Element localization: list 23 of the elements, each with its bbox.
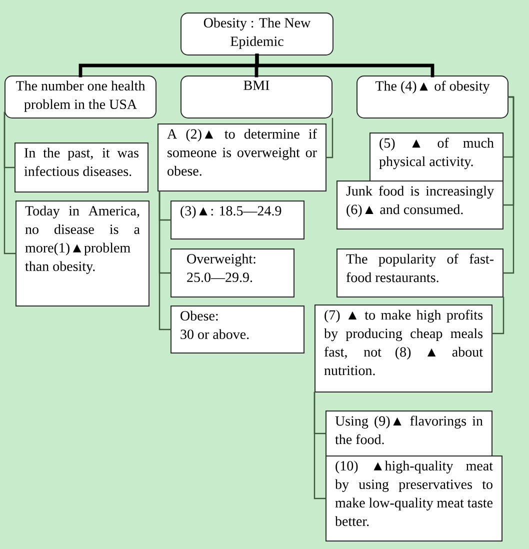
connector-line (255, 54, 434, 78)
connector-line (326, 118, 334, 158)
heading-box: The number one health problem in the USA (4, 76, 156, 118)
text-box: Overweight: 25.0—29.9. (170, 248, 294, 298)
text-box: (5) ▲ of much physical activity. (370, 132, 504, 182)
text-box: (7) ▲ to make high profits by producing cheap meals fast, not (8) ▲ about nutrition. (314, 304, 492, 392)
text-box: (3)▲: 18.5—24.9 (170, 200, 304, 240)
title-box: Obesity : The New Epidemic (180, 12, 334, 56)
text-box: Junk food is increasingly (6)▲ and consumed. (336, 180, 504, 230)
heading-box: BMI (180, 76, 332, 118)
connector-line (158, 190, 172, 330)
text-box: Using (9)▲ flavorings in the food. (326, 410, 492, 456)
heading-box: The (4)▲ of obesity (356, 76, 508, 118)
connector-line (492, 296, 504, 334)
text-box: A (2)▲ to determine if someone is overweight or obese. (158, 124, 326, 192)
connector-line (314, 392, 326, 500)
text-box: (10) ▲high-quality meat by using preservatives to make low-quality meat taste better. (326, 456, 502, 542)
text-box: In the past, it was infectious diseases. (14, 142, 148, 192)
connector-line (502, 96, 514, 274)
text-box: Obese: 30 or above. (170, 306, 304, 354)
text-box: Today in America, no disease is a more(1)▲problem than obesity. (16, 200, 150, 306)
text-box: The popularity of fast-food restaurants. (336, 248, 504, 298)
connector-line (4, 112, 16, 254)
